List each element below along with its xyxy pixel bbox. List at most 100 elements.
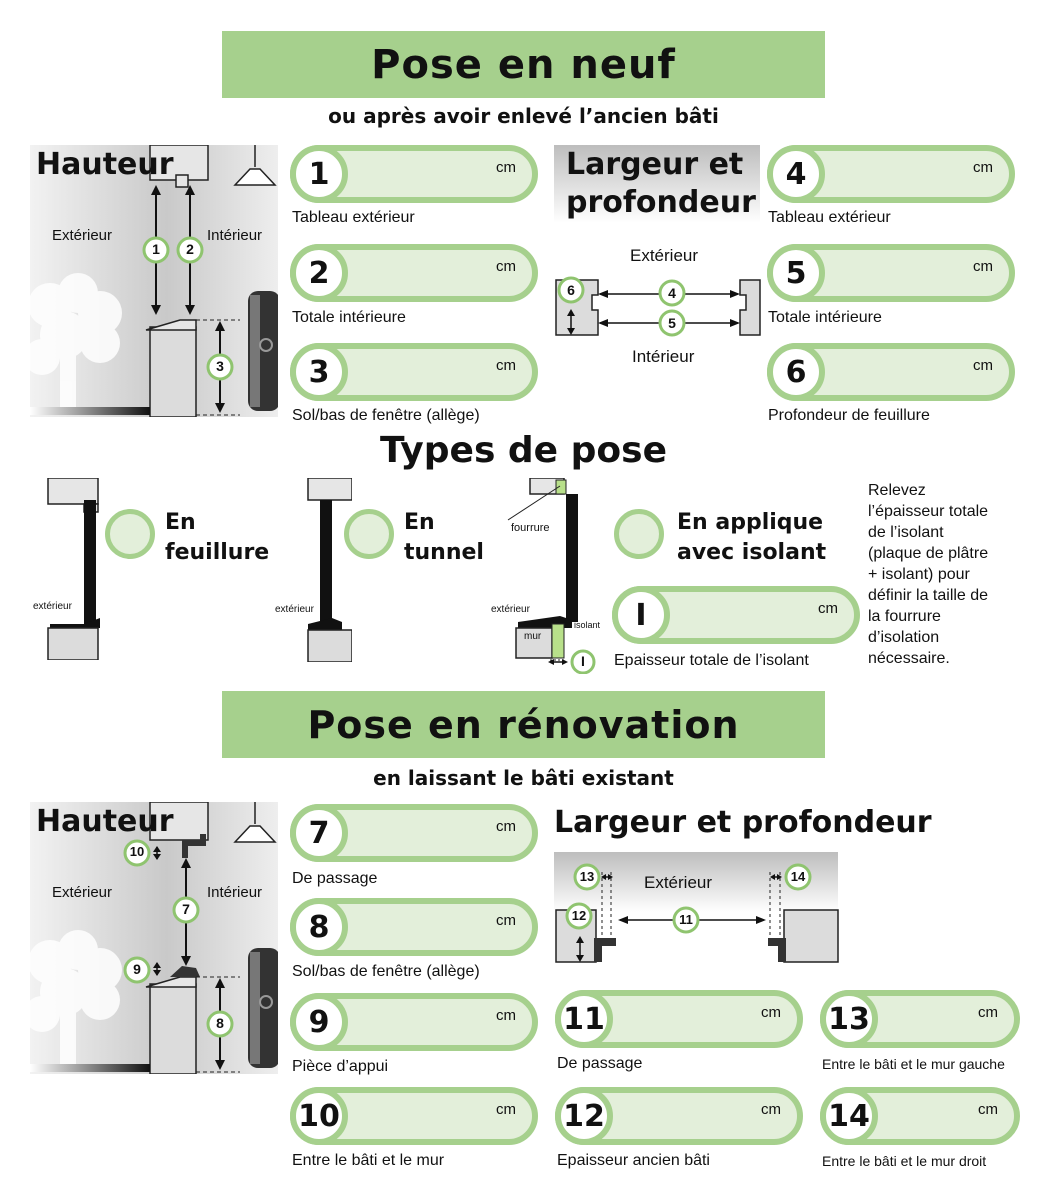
field-5[interactable]: 5 cm xyxy=(767,244,1015,302)
field-7-label: De passage xyxy=(292,870,378,887)
tree-icon xyxy=(24,273,122,415)
applique-diagram-svg xyxy=(507,477,596,675)
field-12[interactable]: 12 cm xyxy=(555,1087,803,1145)
en-tunnel-line2: tunnel xyxy=(404,540,484,565)
field-6-label: Profondeur de feuillure xyxy=(768,407,930,424)
field-3-label: Sol/bas de fenêtre (allège) xyxy=(292,407,480,424)
field-12-label: Epaisseur ancien bâti xyxy=(557,1152,710,1169)
largeur-diagram-renovation: Extérieur 13 14 12 11 xyxy=(554,852,840,964)
field-7[interactable]: 7 cm xyxy=(290,804,538,862)
tunnel-exterieur-label: extérieur xyxy=(275,604,314,615)
tree-icon-2 xyxy=(24,930,122,1072)
note-line-1: Relevez xyxy=(868,482,926,499)
feuillure-diagram-svg xyxy=(47,477,100,661)
radio-en-feuillure[interactable] xyxy=(105,509,155,559)
applique-fourrure-label: fourrure xyxy=(511,522,550,534)
field-13[interactable]: 13 cm xyxy=(820,990,1020,1048)
marker-8: 8 xyxy=(216,1015,224,1031)
lamp-icon-2 xyxy=(233,825,277,843)
field-10[interactable]: 10 cm xyxy=(290,1087,538,1145)
largeur-title-2: Largeur et profondeur xyxy=(554,805,932,840)
field-6[interactable]: 6 cm xyxy=(767,343,1015,401)
tunnel-diagram: extérieur xyxy=(272,477,353,663)
field-2-number: 2 xyxy=(290,244,348,302)
field-isolant-unit: cm xyxy=(818,600,838,617)
marker-13: 13 xyxy=(579,869,595,884)
field-6-unit: cm xyxy=(973,357,993,374)
marker-11: 11 xyxy=(679,912,693,927)
field-1-number: 1 xyxy=(290,145,348,203)
field-2[interactable]: 2 cm xyxy=(290,244,538,302)
note-line-9: nécessaire. xyxy=(868,650,950,667)
en-feuillure-label: En feuillure xyxy=(165,508,269,568)
applique-isolant-label: isolant xyxy=(574,620,601,630)
note-line-3: de l’isolant xyxy=(868,524,944,541)
applique-exterieur-label: extérieur xyxy=(491,604,530,615)
interieur-label: Intérieur xyxy=(207,227,263,244)
marker-10: 10 xyxy=(129,844,145,859)
field-11[interactable]: 11 cm xyxy=(555,990,803,1048)
largeur-title-line1: Largeur et xyxy=(566,147,744,182)
marker-6: 6 xyxy=(567,282,575,298)
en-applique-label: En applique avec isolant xyxy=(677,508,826,568)
en-feuillure-line2: feuillure xyxy=(165,540,270,565)
note-line-2: l’épaisseur totale xyxy=(868,503,989,520)
field-9-label: Pièce d’appui xyxy=(292,1058,389,1075)
pose-en-renovation-banner: Pose en rénovation xyxy=(222,691,825,758)
field-13-label: Entre le bâti et le mur gauche xyxy=(822,1056,1005,1072)
field-13-unit: cm xyxy=(978,1004,998,1021)
applique-marker-i: I xyxy=(581,653,585,669)
field-12-number: 12 xyxy=(555,1087,613,1145)
field-isolant[interactable]: I cm xyxy=(612,586,860,644)
en-tunnel-line1: En xyxy=(404,510,435,535)
note-line-7: la fourrure xyxy=(868,608,941,625)
field-5-label: Totale intérieure xyxy=(768,309,882,326)
hauteur-diagram-renovation-svg xyxy=(24,801,280,1075)
en-applique-line2: avec isolant xyxy=(677,540,827,565)
applique-mur-label: mur xyxy=(524,631,542,642)
field-14[interactable]: 14 cm xyxy=(820,1087,1020,1145)
pose-en-neuf-banner: Pose en neuf xyxy=(222,31,825,98)
exterieur-label: Extérieur xyxy=(52,227,113,244)
hauteur-title-2: Hauteur xyxy=(36,804,174,839)
field-9[interactable]: 9 cm xyxy=(290,993,538,1051)
field-14-label: Entre le bâti et le mur droit xyxy=(822,1153,987,1169)
marker-3: 3 xyxy=(216,358,224,374)
largeur-exterieur-label-2: Extérieur xyxy=(644,873,713,892)
field-12-unit: cm xyxy=(761,1101,781,1118)
field-9-unit: cm xyxy=(496,1007,516,1024)
radio-en-tunnel[interactable] xyxy=(344,509,394,559)
field-3[interactable]: 3 cm xyxy=(290,343,538,401)
field-isolant-label: Epaisseur totale de l’isolant xyxy=(614,652,809,669)
marker-9: 9 xyxy=(133,961,141,977)
field-1[interactable]: 1 cm xyxy=(290,145,538,203)
field-14-unit: cm xyxy=(978,1101,998,1118)
feuillure-diagram: extérieur xyxy=(30,477,110,661)
field-1-label: Tableau extérieur xyxy=(292,209,415,226)
field-7-number: 7 xyxy=(290,804,348,862)
field-8[interactable]: 8 cm xyxy=(290,898,538,956)
radio-en-applique[interactable] xyxy=(614,509,664,559)
field-8-unit: cm xyxy=(496,912,516,929)
field-isolant-number: I xyxy=(612,586,670,644)
feuillure-exterieur-label: extérieur xyxy=(33,601,72,612)
field-4[interactable]: 4 cm xyxy=(767,145,1015,203)
lamp-icon xyxy=(233,168,277,186)
field-1-unit: cm xyxy=(496,159,516,176)
exterieur-label-2: Extérieur xyxy=(52,884,113,901)
isolant-note: Relevez l’épaisseur totale de l’isolant … xyxy=(868,480,988,669)
marker-12: 12 xyxy=(571,908,587,923)
pose-en-neuf-title: Pose en neuf xyxy=(371,41,676,88)
field-10-number: 10 xyxy=(290,1087,348,1145)
largeur-interieur-label: Intérieur xyxy=(632,347,695,366)
field-9-number: 9 xyxy=(290,993,348,1051)
interieur-label-2: Intérieur xyxy=(207,884,263,901)
note-line-8: d’isolation xyxy=(868,629,940,646)
field-4-unit: cm xyxy=(973,159,993,176)
marker-4: 4 xyxy=(668,285,676,301)
field-6-number: 6 xyxy=(767,343,825,401)
pose-en-renovation-subtitle: en laissant le bâti existant xyxy=(373,766,674,790)
note-line-5: + isolant) pour xyxy=(868,566,970,583)
field-4-label: Tableau extérieur xyxy=(768,209,891,226)
marker-2: 2 xyxy=(186,241,194,257)
